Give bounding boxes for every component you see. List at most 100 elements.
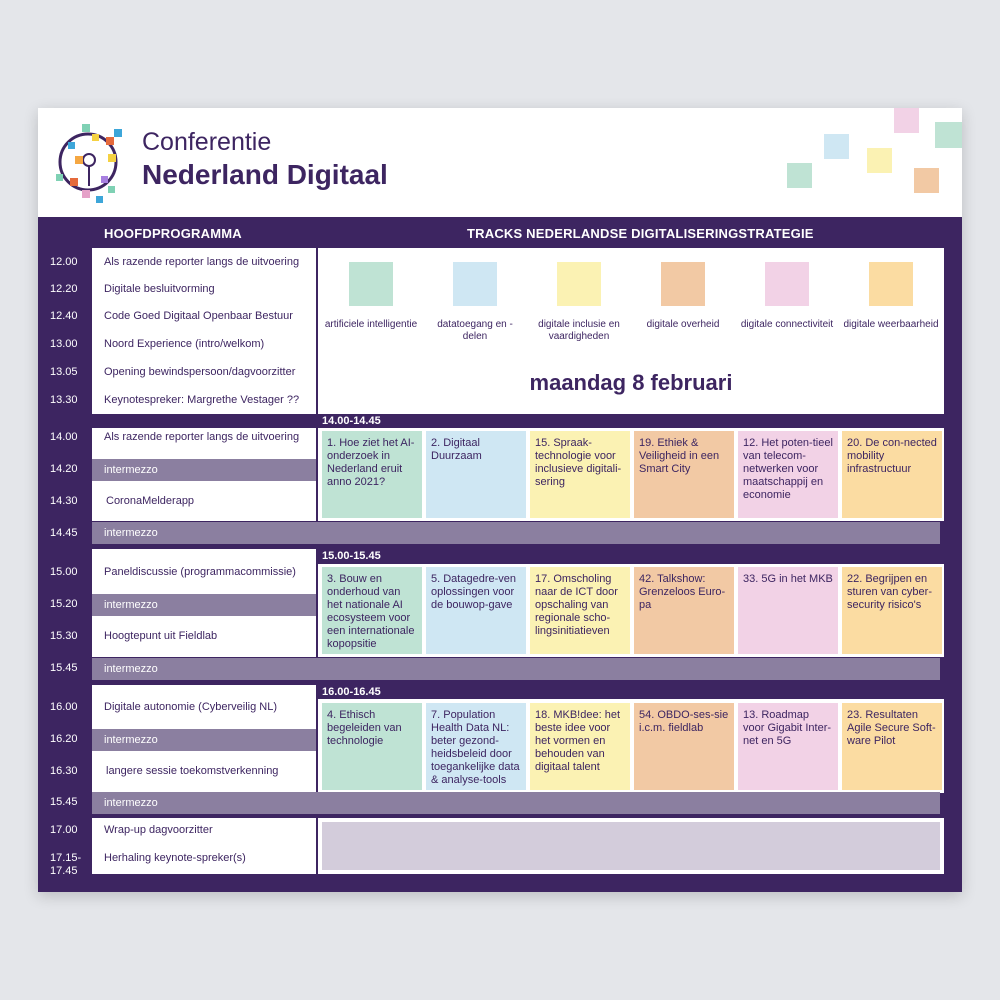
decor-square xyxy=(867,148,892,173)
date-heading: maandag 8 februari xyxy=(529,370,733,395)
time-label: 15.30 xyxy=(50,630,78,642)
legend-panel: maandag 8 februari xyxy=(318,248,944,414)
schedule-item: Keynotespreker: Margrethe Vestager ?? xyxy=(104,394,300,406)
programme-block xyxy=(92,818,316,874)
time-label: 17.15- 17.45 xyxy=(50,852,82,877)
title-line-1: Conferentie xyxy=(142,128,272,156)
schedule-item: Opening bewindspersoon/dagvoorzitter xyxy=(104,366,296,378)
intermezzo-label: intermezzo xyxy=(104,797,158,809)
time-label: 14.00 xyxy=(50,431,78,443)
time-label: 12.00 xyxy=(50,256,78,268)
intermezzo-bar: intermezzo xyxy=(92,594,316,616)
time-label: 15.45 xyxy=(50,662,78,674)
title-line-2: Nederland Digitaal xyxy=(142,159,388,190)
legend-label: datatoegang en -delen xyxy=(437,319,513,342)
schedule-item: Als razende reporter langs de uitvoering xyxy=(104,431,300,443)
intermezzo-bar: intermezzo xyxy=(92,522,940,544)
schedule-item: Herhaling keynote-spreker(s) xyxy=(104,852,246,864)
schedule-item: Noord Experience (intro/welkom) xyxy=(104,338,265,350)
time-label: 14.30 xyxy=(50,495,78,507)
slot-time-label: 14.00-14.45 xyxy=(322,415,381,427)
legend-swatch xyxy=(557,262,601,306)
track-slot-panel xyxy=(318,564,944,657)
intermezzo-label: intermezzo xyxy=(104,599,158,611)
legend-swatch xyxy=(765,262,809,306)
time-label: 15.00 xyxy=(50,566,78,578)
time-label: 12.40 xyxy=(50,310,78,322)
poster-header: Conferentie Nederland Digitaal xyxy=(38,108,962,217)
time-label: 17.00 xyxy=(50,824,78,836)
schedule-item: Digitale besluitvorming xyxy=(104,283,215,295)
schedule-item: Digitale autonomie (Cyberveilig NL) xyxy=(104,701,278,713)
track-slot-panel xyxy=(318,428,944,521)
time-label: 13.00 xyxy=(50,338,78,350)
programme-body: HOOFDPROGRAMMA TRACKS NEDERLANDSE DIGITA… xyxy=(38,217,962,892)
session-card[interactable]: 19. Ethiek & Veiligheid in een Smart Cit… xyxy=(634,431,734,518)
session-card[interactable]: 1. Hoe ziet het AI-onderzoek in Nederlan… xyxy=(322,431,422,518)
decor-square xyxy=(824,134,849,159)
decor-square xyxy=(914,168,939,193)
time-label: 12.20 xyxy=(50,283,78,295)
time-label: 14.45 xyxy=(50,527,78,539)
time-label: 16.00 xyxy=(50,701,78,713)
session-card[interactable]: 15. Spraak-technologie voor inclusieve d… xyxy=(530,431,630,518)
intermezzo-label: intermezzo xyxy=(104,527,158,539)
intermezzo-label: intermezzo xyxy=(104,663,158,675)
right-column-heading: TRACKS NEDERLANDSE DIGITALISERINGSTRATEG… xyxy=(467,226,814,241)
time-label: 13.30 xyxy=(50,394,78,406)
legend-label: digitale connectiviteit xyxy=(740,319,834,330)
session-card[interactable]: 4. Ethisch begeleiden van technologie xyxy=(322,703,422,790)
session-card[interactable]: 33. 5G in het MKB xyxy=(738,567,838,654)
legend-swatch xyxy=(453,262,497,306)
time-label: 16.30 xyxy=(50,765,78,777)
time-label: 15.20 xyxy=(50,598,78,610)
schedule-item: Code Goed Digitaal Openbaar Bestuur xyxy=(104,310,293,322)
session-card[interactable]: 13. Roadmap voor Gigabit Inter-net en 5G xyxy=(738,703,838,790)
programme-block xyxy=(92,248,316,414)
legend-label: digitale inclusie en vaardigheden xyxy=(538,319,620,342)
schedule-item: CoronaMelderapp xyxy=(106,495,195,507)
decor-square xyxy=(894,108,919,133)
legend-swatch xyxy=(349,262,393,306)
closing-placeholder xyxy=(322,822,940,870)
legend-swatch xyxy=(869,262,913,306)
intermezzo-label: intermezzo xyxy=(104,734,158,746)
session-card[interactable]: 22. Begrijpen en sturen van cyber-securi… xyxy=(842,567,942,654)
legend-swatch xyxy=(661,262,705,306)
session-card[interactable]: 18. MKB!dee: het beste idee voor het vor… xyxy=(530,703,630,790)
slot-time-label: 16.00-16.45 xyxy=(322,686,381,698)
time-label: 16.20 xyxy=(50,733,78,745)
session-card[interactable]: 3. Bouw en onderhoud van het nationale A… xyxy=(322,567,422,654)
decor-square xyxy=(787,163,812,188)
track-slot-panel xyxy=(318,699,944,793)
session-card[interactable]: 5. Datagedre-ven oplossingen voor de bou… xyxy=(426,567,526,654)
intermezzo-bar: intermezzo xyxy=(92,658,940,680)
schedule-item: Paneldiscussie (programmacommissie) xyxy=(104,566,296,578)
session-card[interactable]: 20. De con-nected mobility infrastructuu… xyxy=(842,431,942,518)
session-card[interactable]: 2. Digitaal Duurzaam xyxy=(426,431,526,518)
session-card[interactable]: 54. OBDO-ses-sie i.c.m. fieldlab xyxy=(634,703,734,790)
schedule-item: Hoogtepunt uit Fieldlab xyxy=(104,630,218,642)
session-card[interactable]: 12. Het poten-tieel van telecom-netwerke… xyxy=(738,431,838,518)
left-column-heading: HOOFDPROGRAMMA xyxy=(104,226,242,241)
schedule-item: Wrap-up dagvoorzitter xyxy=(104,824,213,836)
session-card[interactable]: 23. Resultaten Agile Secure Soft-ware Pi… xyxy=(842,703,942,790)
schedule-item: langere sessie toekomstverkenning xyxy=(106,765,279,777)
legend-label: artificiele intelligentie xyxy=(324,319,418,330)
intermezzo-label: intermezzo xyxy=(104,464,158,476)
time-label: 15.45 xyxy=(50,796,78,808)
legend-label: digitale weerbaarheid xyxy=(843,319,939,330)
time-label: 13.05 xyxy=(50,366,78,378)
logo-icon xyxy=(56,124,122,203)
intermezzo-bar: intermezzo xyxy=(92,792,940,814)
intermezzo-bar: intermezzo xyxy=(92,459,316,481)
decor-square xyxy=(935,122,962,148)
schedule-item: Als razende reporter langs de uitvoering xyxy=(104,256,300,268)
slot-time-label: 15.00-15.45 xyxy=(322,550,381,562)
legend-label: digitale overheid xyxy=(646,319,720,330)
session-card[interactable]: 42. Talkshow: Grenzeloos Euro-pa xyxy=(634,567,734,654)
session-card[interactable]: 17. Omscholing naar de ICT door opschali… xyxy=(530,567,630,654)
time-label: 14.20 xyxy=(50,463,78,475)
intermezzo-bar: intermezzo xyxy=(92,729,316,751)
session-card[interactable]: 7. Population Health Data NL: beter gezo… xyxy=(426,703,526,790)
